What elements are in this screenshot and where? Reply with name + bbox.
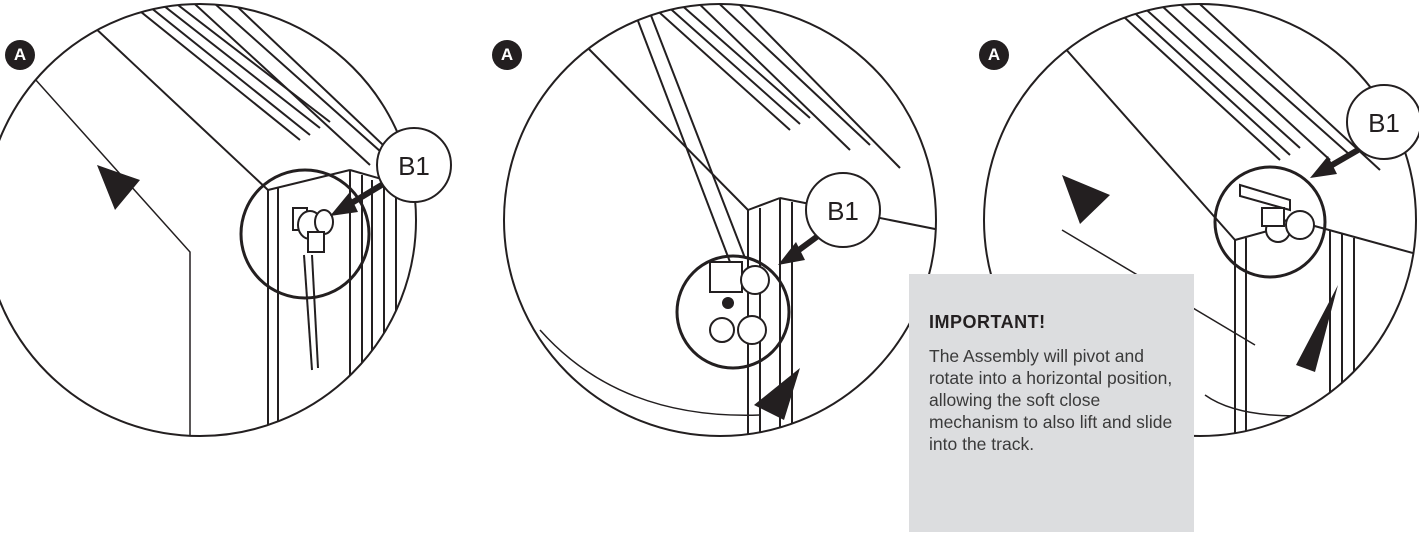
- callout-label-b1: B1: [827, 196, 859, 226]
- step-badge-a: A: [979, 40, 1009, 70]
- callout-label-b1: B1: [1368, 108, 1400, 138]
- note-body: The Assembly will pivot and rotate into …: [929, 346, 1173, 454]
- detail-view-3: B1: [983, 3, 1419, 437]
- important-note: IMPORTANT! The Assembly will pivot and r…: [909, 274, 1194, 532]
- step-badge-a: A: [492, 40, 522, 70]
- note-title: IMPORTANT!: [929, 312, 1046, 332]
- detail-view-1: B1: [0, 3, 452, 437]
- callout-label-b1: B1: [398, 151, 430, 181]
- step-badge-a: A: [5, 40, 35, 70]
- detail-view-2: B1: [503, 3, 937, 437]
